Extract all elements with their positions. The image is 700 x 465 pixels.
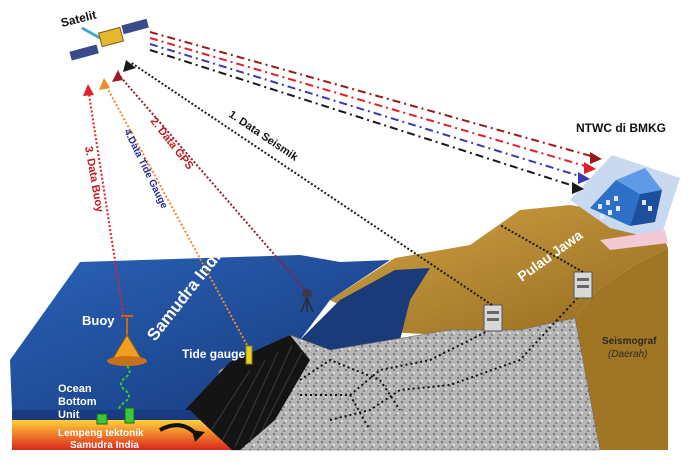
label-obu-line1: Ocean [58,383,92,395]
land-front-face [575,248,668,450]
label-data-gps: 2. Data GPS [148,115,196,172]
label-daerah: (Daerah) [608,349,647,360]
link-sat-ntwc-3 [149,43,587,179]
label-buoy: Buoy [82,313,115,328]
label-obu-line2: Bottom [58,396,97,408]
arrow-heads [83,60,602,194]
link-tide-gauge [103,81,248,346]
link-sat-ntwc-1 [149,31,599,159]
cross-section-block [10,205,668,451]
satellite-icon [69,18,149,61]
ocean-surface [10,255,390,410]
label-seismograf: Seismograf [602,336,657,347]
gps-station-icon [300,289,314,313]
buoy-icon [107,315,147,366]
label-tide-gauge: Tide gauge [182,347,245,361]
link-sat-ntwc-2 [149,37,593,169]
tectonic-plate [12,420,232,450]
pulau-jawa-land [330,205,668,335]
seismograph-station-1-icon [483,304,503,332]
label-ntwc: NTWC di BMKG [576,121,666,135]
ntwc-building-icon [570,155,680,250]
label-satelit: Satelit [59,8,97,30]
label-data-seismik: 1. Data Seismik [226,109,300,165]
label-plate-line2: Samudra India [70,440,139,451]
wedge-stripes [204,344,303,448]
tide-gauge-icon [245,345,253,365]
seismograph-station-2-icon [573,271,593,299]
link-seismic-1 [129,61,493,306]
buoy-acoustic-link [118,365,131,411]
label-plate-line1: Lempeng tektonik [58,428,144,439]
seismic-cable-network [299,289,586,431]
data-links [87,31,599,346]
label-obu-line3: Unit [58,409,80,421]
ocean-bottom-unit-icon [96,407,135,425]
link-buoy [87,87,125,319]
link-sat-ntwc-4 [149,49,581,189]
